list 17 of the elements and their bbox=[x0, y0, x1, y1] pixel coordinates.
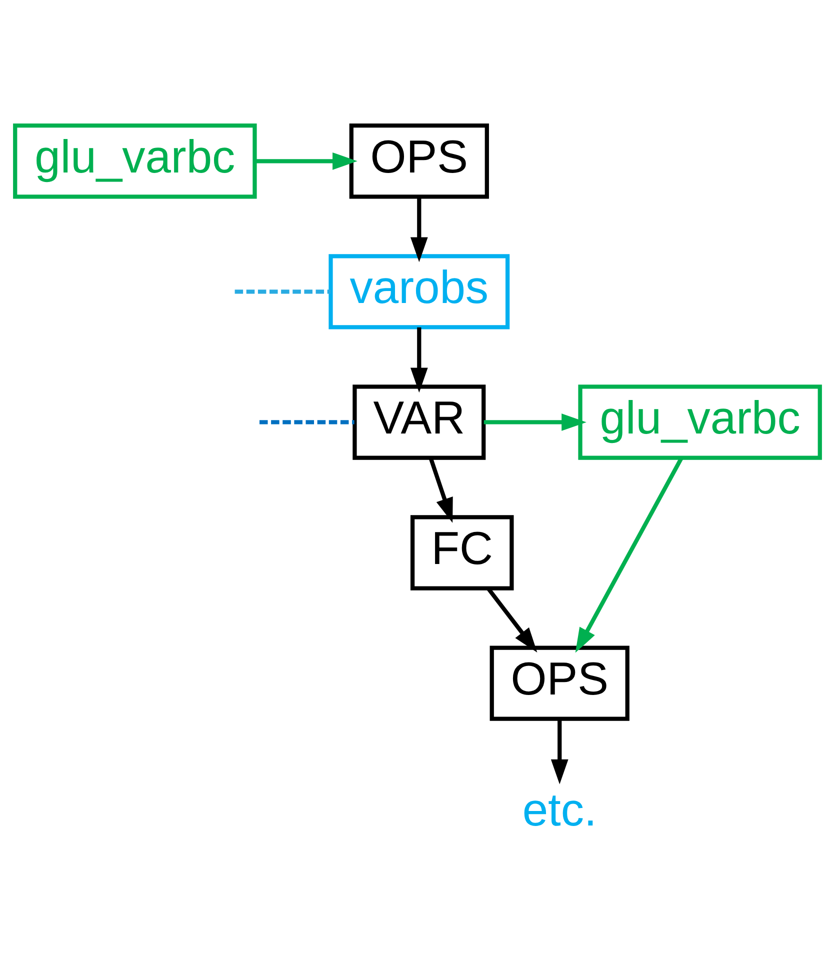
node-box: glu_varbc bbox=[578, 384, 822, 460]
node-box: VAR bbox=[352, 384, 486, 460]
arrow bbox=[550, 718, 568, 784]
node-box: varobs bbox=[328, 254, 510, 329]
node-box: FC bbox=[410, 514, 514, 590]
node-box: OPS bbox=[490, 645, 630, 720]
connector bbox=[260, 420, 354, 424]
arrow bbox=[575, 456, 684, 652]
node-text: etc. bbox=[522, 782, 597, 835]
node-box: OPS bbox=[349, 123, 489, 198]
arrow bbox=[410, 196, 428, 262]
connector bbox=[234, 289, 331, 294]
node-box: glu_varbc bbox=[13, 123, 257, 198]
arrow bbox=[410, 326, 428, 392]
arrow bbox=[254, 152, 358, 170]
arrow bbox=[428, 456, 453, 522]
arrow bbox=[484, 413, 586, 430]
